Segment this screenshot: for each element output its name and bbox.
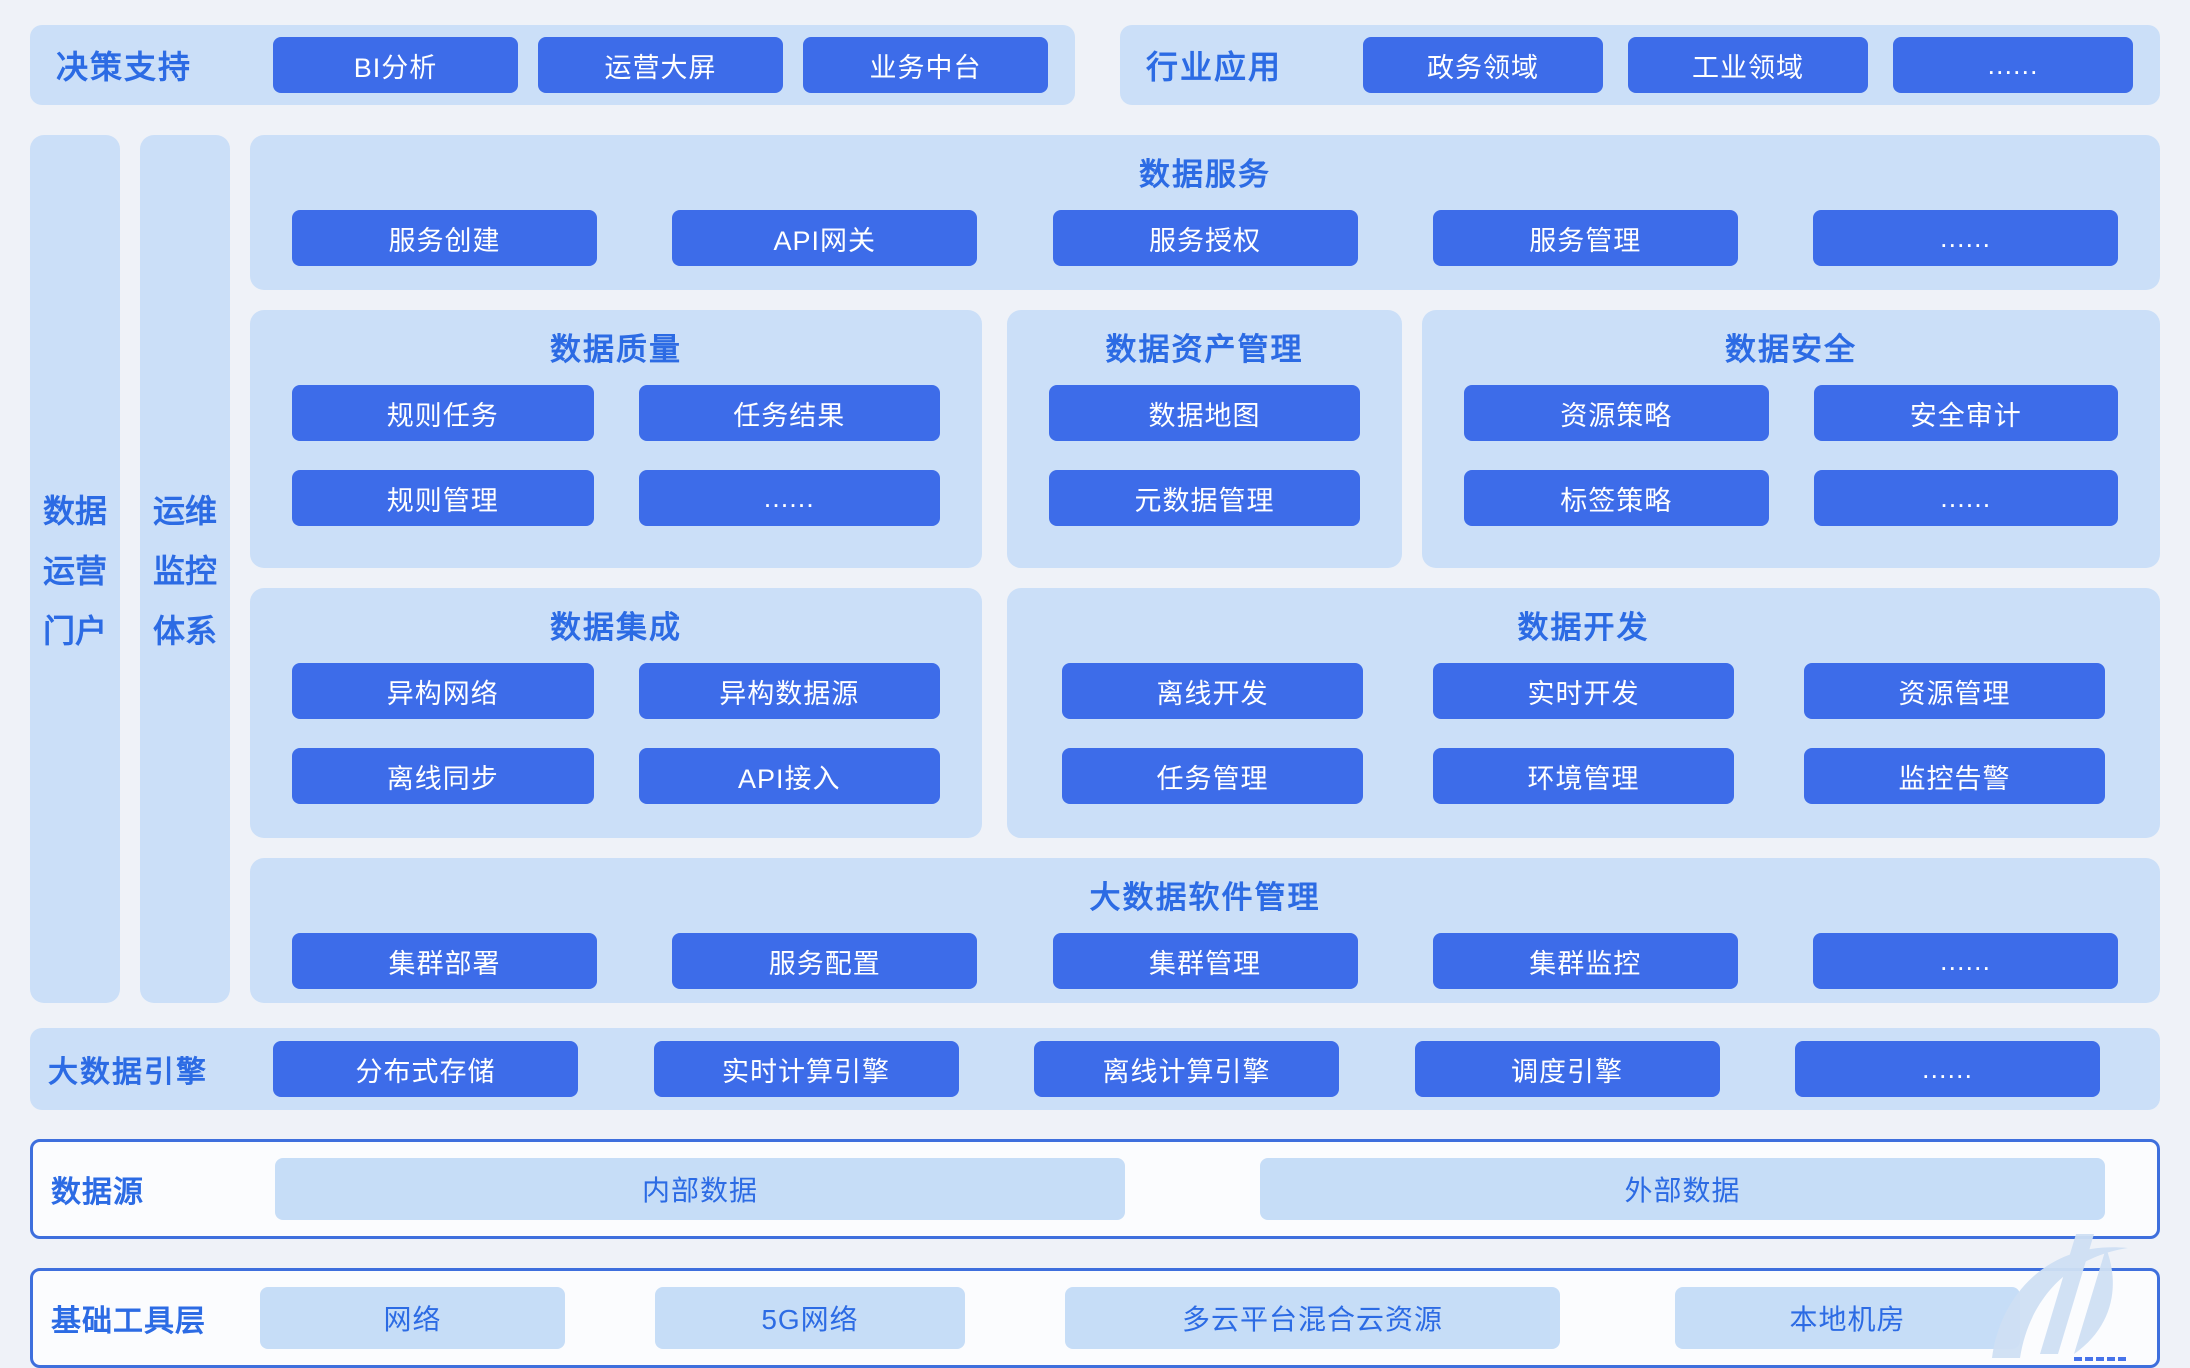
portal-label-line: 数据: [42, 493, 107, 529]
data-development-section: 数据开发 离线开发 实时开发 资源管理 任务管理 环境管理 监控告警: [1007, 588, 2160, 838]
bigdata-software-blocks: 集群部署 服务配置 集群管理 集群监控 ......: [250, 933, 2160, 989]
block-security-ellipsis: ......: [1813, 470, 2118, 526]
block-service-ellipsis: ......: [1813, 210, 2118, 266]
block-monitoring-alert: 监控告警: [1804, 748, 2105, 804]
data-quality-section: 数据质量 规则任务 任务结果 规则管理 ......: [250, 310, 982, 568]
data-service-section: 数据服务 服务创建 API网关 服务授权 服务管理 ......: [250, 135, 2160, 290]
industry-application-panel: 行业应用 政务领域 工业领域 ......: [1120, 25, 2160, 105]
bigdata-software-title: 大数据软件管理: [1089, 880, 1321, 915]
data-quality-title: 数据质量: [550, 332, 682, 367]
block-api-access: API接入: [638, 748, 940, 804]
block-rule-task: 规则任务: [292, 385, 594, 441]
block-task-result: 任务结果: [638, 385, 940, 441]
block-internal-data: 内部数据: [275, 1158, 1125, 1220]
block-offline-development: 离线开发: [1062, 663, 1363, 719]
block-local-datacenter: 本地机房: [1675, 1287, 2020, 1349]
infrastructure-row: 基础工具层 网络 5G网络 多云平台混合云资源 本地机房: [30, 1268, 2160, 1368]
data-security-section: 数据安全 资源策略 安全审计 标签策略 ......: [1422, 310, 2160, 568]
ops-label-line: 运维: [152, 493, 217, 529]
integration-dev-row: 数据集成 异构网络 异构数据源 离线同步 API接入 数据开发 离线开发 实时开…: [250, 588, 2160, 838]
governance-row: 数据质量 规则任务 任务结果 规则管理 ...... 数据资产管理 数据地图 元…: [250, 310, 2160, 568]
block-network: 网络: [260, 1287, 565, 1349]
block-service-management: 服务管理: [1432, 210, 1738, 266]
data-operations-portal-bar: 数据 运营 门户: [30, 135, 120, 1003]
block-rule-management: 规则管理: [292, 470, 594, 526]
block-business-middle-platform: 业务中台: [803, 37, 1048, 93]
block-service-configuration: 服务配置: [672, 933, 978, 989]
data-development-title: 数据开发: [1517, 610, 1650, 645]
block-bi-analysis: BI分析: [273, 37, 518, 93]
block-resource-policy: 资源策略: [1464, 385, 1769, 441]
block-offline-sync: 离线同步: [292, 748, 594, 804]
data-asset-title: 数据资产管理: [1105, 332, 1304, 367]
block-external-data: 外部数据: [1260, 1158, 2105, 1220]
block-distributed-storage: 分布式存储: [273, 1041, 578, 1097]
block-cluster-monitoring: 集群监控: [1432, 933, 1738, 989]
block-api-gateway: API网关: [672, 210, 978, 266]
bigdata-software-section: 大数据软件管理 集群部署 服务配置 集群管理 集群监控 ......: [250, 858, 2160, 1003]
ops-label-line: 监控: [152, 553, 217, 589]
ops-monitoring-system-bar: 运维 监控 体系: [140, 135, 230, 1003]
block-cluster-management: 集群管理: [1052, 933, 1358, 989]
block-resource-management: 资源管理: [1804, 663, 2105, 719]
data-source-row: 数据源 内部数据 外部数据: [30, 1139, 2160, 1239]
block-metadata-management: 元数据管理: [1049, 470, 1360, 526]
block-operations-dashboard: 运营大屏: [538, 37, 783, 93]
bigdata-engine-label: 大数据引擎: [48, 1056, 208, 1089]
infrastructure-label: 基础工具层: [51, 1305, 206, 1338]
data-asset-section: 数据资产管理 数据地图 元数据管理: [1007, 310, 1402, 568]
data-integration-title: 数据集成: [550, 610, 682, 645]
block-engine-ellipsis: ......: [1795, 1041, 2100, 1097]
ops-label-line: 体系: [152, 613, 217, 649]
block-label-policy: 标签策略: [1464, 470, 1769, 526]
decision-support-panel: 决策支持 BI分析 运营大屏 业务中台: [30, 25, 1075, 105]
block-data-map: 数据地图: [1049, 385, 1360, 441]
industry-application-label: 行业应用: [1146, 49, 1283, 85]
block-offline-compute-engine: 离线计算引擎: [1034, 1041, 1339, 1097]
middle-zone: 数据 运营 门户 运维 监控 体系 数据服务 服务创建 API网关 服务授权 服…: [30, 135, 2160, 1003]
data-integration-blocks: 异构网络 异构数据源 离线同步 API接入: [250, 663, 982, 804]
block-multicloud-hybrid-resources: 多云平台混合云资源: [1065, 1287, 1560, 1349]
block-heterogeneous-datasource: 异构数据源: [638, 663, 940, 719]
block-government-domain: 政务领域: [1363, 37, 1603, 93]
block-service-authorization: 服务授权: [1052, 210, 1358, 266]
block-realtime-development: 实时开发: [1433, 663, 1734, 719]
data-source-label: 数据源: [51, 1176, 144, 1209]
data-development-blocks: 离线开发 实时开发 资源管理 任务管理 环境管理 监控告警: [1007, 663, 2160, 804]
portal-label-line: 门户: [42, 613, 107, 649]
block-heterogeneous-network: 异构网络: [292, 663, 594, 719]
block-cluster-deployment: 集群部署: [292, 933, 597, 989]
block-environment-management: 环境管理: [1433, 748, 1734, 804]
main-column: 数据服务 服务创建 API网关 服务授权 服务管理 ...... 数据质量 规则…: [250, 135, 2160, 1003]
decision-support-label: 决策支持: [56, 49, 193, 85]
bigdata-engine-row: 大数据引擎 分布式存储 实时计算引擎 离线计算引擎 调度引擎 ......: [30, 1028, 2160, 1110]
block-security-audit: 安全审计: [1813, 385, 2118, 441]
data-service-title: 数据服务: [1139, 157, 1271, 192]
block-service-creation: 服务创建: [292, 210, 597, 266]
block-task-management: 任务管理: [1062, 748, 1363, 804]
data-security-title: 数据安全: [1725, 332, 1857, 367]
block-scheduling-engine: 调度引擎: [1414, 1041, 1720, 1097]
data-security-blocks: 资源策略 安全审计 标签策略 ......: [1422, 385, 2160, 526]
block-5g-network: 5G网络: [655, 1287, 965, 1349]
block-industry-ellipsis: ......: [1893, 37, 2133, 93]
portal-label-line: 运营: [42, 553, 107, 589]
block-quality-ellipsis: ......: [638, 470, 940, 526]
top-row: 决策支持 BI分析 运营大屏 业务中台 行业应用 政务领域 工业领域 .....…: [30, 25, 2160, 105]
block-software-ellipsis: ......: [1813, 933, 2118, 989]
data-integration-section: 数据集成 异构网络 异构数据源 离线同步 API接入: [250, 588, 982, 838]
block-realtime-compute-engine: 实时计算引擎: [653, 1041, 959, 1097]
block-industrial-domain: 工业领域: [1628, 37, 1868, 93]
data-quality-blocks: 规则任务 任务结果 规则管理 ......: [250, 385, 982, 526]
bigdata-engine-blocks: 分布式存储 实时计算引擎 离线计算引擎 调度引擎 ......: [233, 1041, 2142, 1097]
data-asset-blocks: 数据地图 元数据管理: [1007, 385, 1402, 526]
data-service-blocks: 服务创建 API网关 服务授权 服务管理 ......: [250, 210, 2160, 266]
